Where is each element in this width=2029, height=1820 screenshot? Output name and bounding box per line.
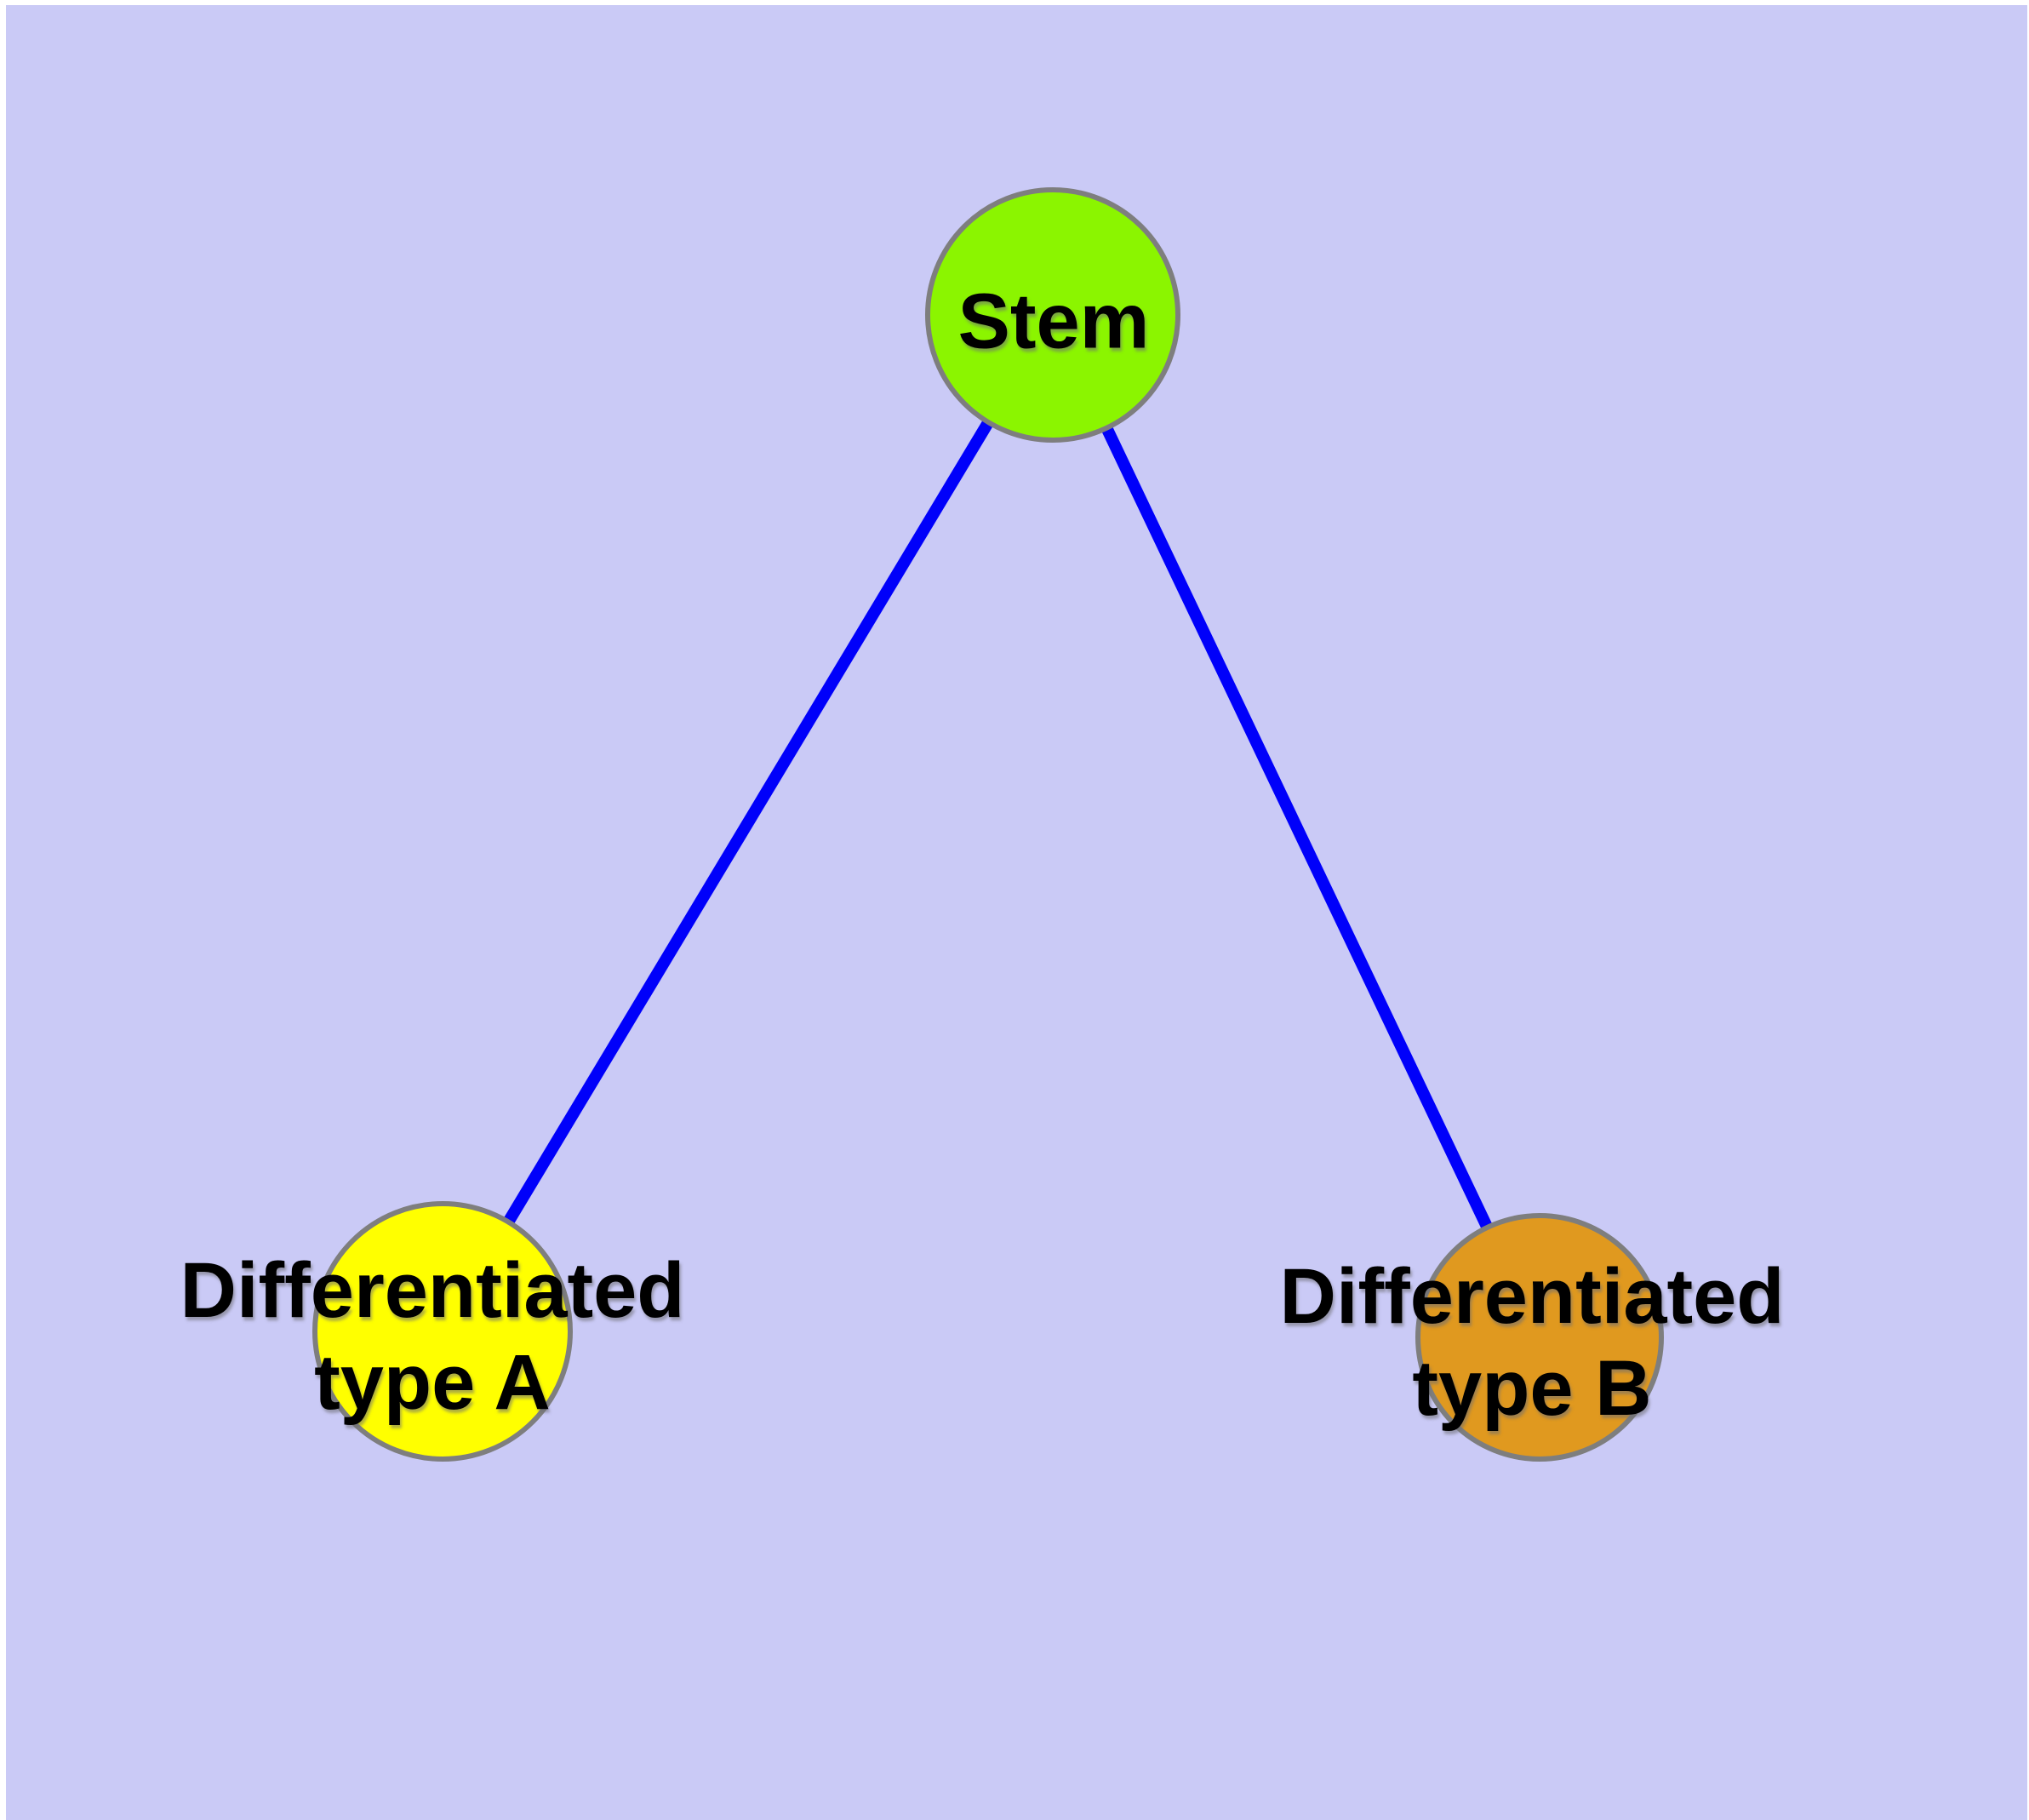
label-line-1: Differentiated (180, 1247, 685, 1334)
label-line-2: type B (1412, 1345, 1652, 1432)
edge-stem-to-type-a (437, 312, 1059, 1335)
node-stem-circle (925, 187, 1180, 443)
node-stem-label: Stem (957, 278, 1150, 365)
node-differentiated-a-circle (312, 1201, 573, 1462)
node-differentiated-b-label: Differentiated type B (1280, 1251, 1785, 1434)
label-line-1: Differentiated (1279, 1253, 1785, 1340)
label-line-2: type A (314, 1339, 551, 1426)
edge-stem-to-type-b (1047, 312, 1546, 1341)
node-differentiated-a-label: Differentiated type A (180, 1245, 685, 1428)
node-differentiated-b-circle (1415, 1213, 1664, 1462)
